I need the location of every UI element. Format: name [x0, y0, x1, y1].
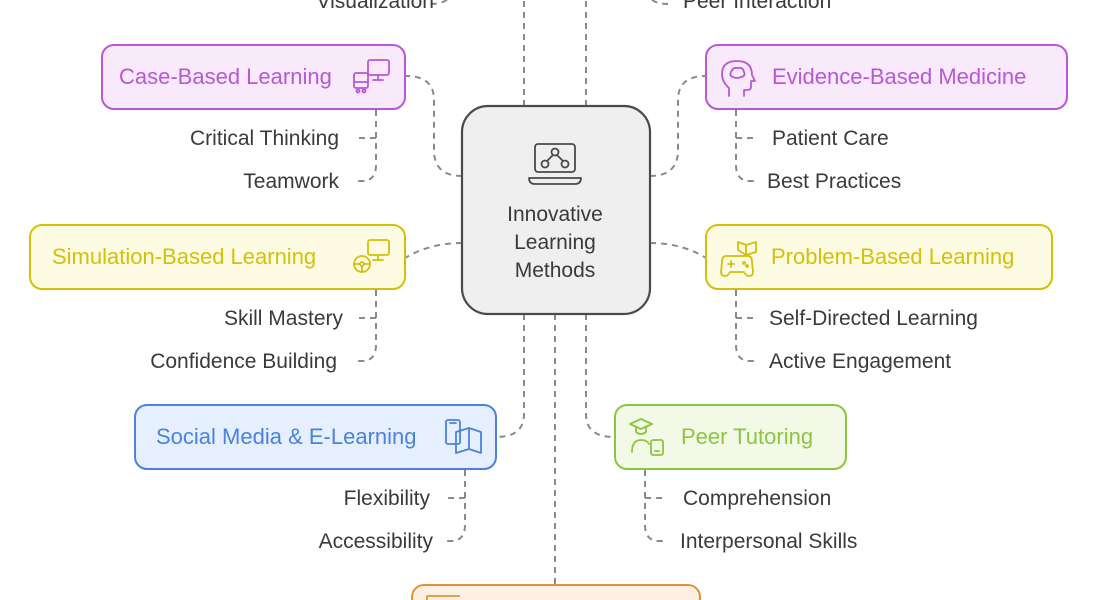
leaf-confidence-building: Confidence Building [150, 350, 337, 373]
bottom-partial-node[interactable] [411, 584, 701, 600]
simulation-based-learning-label: Simulation-Based Learning [52, 244, 316, 269]
connector-visualization [429, 0, 448, 5]
connector-pbl [649, 242, 707, 259]
partial-icon [426, 595, 460, 600]
leaf-self-directed-learning: Self-Directed Learning [769, 307, 978, 330]
laptop-network-icon [528, 143, 582, 185]
bracket-case [355, 110, 377, 182]
center-node[interactable]: Innovative Learning Methods [460, 104, 652, 316]
leaf-interpersonal-skills: Interpersonal Skills [680, 530, 857, 553]
social-media-elearning-node[interactable]: Social Media & E-Learning [134, 404, 497, 470]
leaf-patient-care: Patient Care [772, 127, 889, 150]
connector-peer-interaction [651, 0, 669, 5]
connectors [355, 0, 758, 586]
case-based-learning-node[interactable]: Case-Based Learning [101, 44, 406, 110]
case-based-learning-label: Case-Based Learning [119, 64, 332, 89]
bracket-sim [355, 290, 377, 362]
phone-book-icon [445, 419, 482, 454]
leaf-visualization: Visualization [316, 0, 434, 13]
center-line-2: Learning [514, 231, 596, 254]
connector-ebm [649, 75, 707, 177]
peer-tutoring-label: Peer Tutoring [681, 424, 813, 449]
connector-case [405, 75, 463, 177]
leaf-skill-mastery: Skill Mastery [224, 307, 344, 330]
leaf-teamwork: Teamwork [243, 170, 339, 193]
leaf-flexibility: Flexibility [344, 487, 431, 510]
problem-based-learning-node[interactable]: Problem-Based Learning [705, 224, 1053, 290]
problem-based-learning-label: Problem-Based Learning [771, 244, 1014, 269]
gamepad-book-icon [720, 241, 757, 277]
social-media-elearning-label: Social Media & E-Learning [156, 424, 416, 449]
simulation-based-learning-node[interactable]: Simulation-Based Learning [29, 224, 406, 290]
bracket-peer [644, 470, 667, 542]
evidence-based-medicine-node[interactable]: Evidence-Based Medicine [705, 44, 1068, 110]
bracket-social [444, 470, 466, 542]
leaf-active-engagement: Active Engagement [769, 350, 951, 373]
connector-social [495, 314, 525, 438]
leaf-accessibility: Accessibility [319, 530, 434, 553]
monitor-bus-icon [353, 59, 390, 94]
leaf-comprehension: Comprehension [683, 487, 831, 510]
leaf-critical-thinking: Critical Thinking [190, 127, 339, 150]
brain-head-icon [721, 60, 756, 97]
bracket-pbl [735, 290, 758, 362]
teacher-device-icon [629, 418, 664, 456]
leaf-best-practices: Best Practices [767, 170, 901, 193]
connector-sim [404, 242, 463, 259]
evidence-based-medicine-label: Evidence-Based Medicine [772, 64, 1026, 89]
peer-tutoring-node[interactable]: Peer Tutoring [614, 404, 847, 470]
center-line-3: Methods [515, 259, 596, 282]
steering-monitor-icon [353, 239, 390, 273]
leaf-peer-interaction: Peer Interaction [683, 0, 831, 13]
connector-peer [585, 314, 615, 438]
center-line-1: Innovative [507, 203, 603, 226]
bracket-ebm [735, 110, 758, 182]
